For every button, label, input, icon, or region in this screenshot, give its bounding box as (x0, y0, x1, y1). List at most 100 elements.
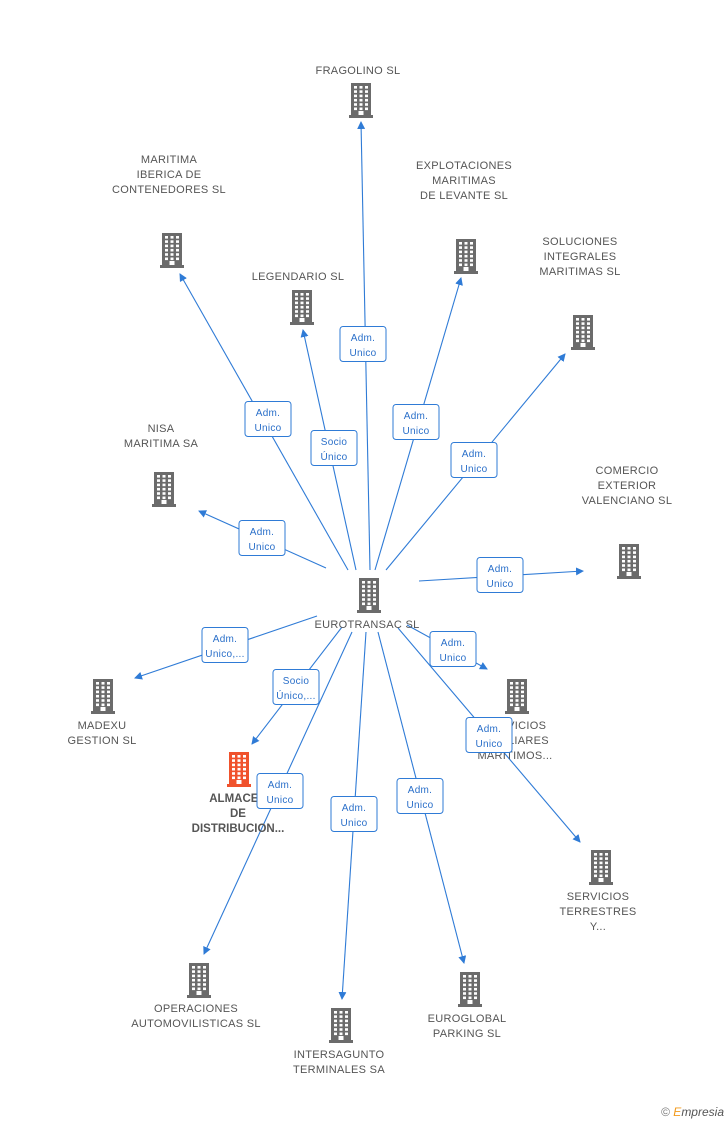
node-label-nisa-line: MARITIMA SA (124, 438, 199, 450)
edge-label-almacen[interactable]: SocioÚnico,... (272, 669, 320, 705)
edge-label-text: Unico (402, 426, 429, 437)
edge-label-servicios-terr[interactable]: Adm. Unico (465, 717, 513, 753)
copyright-symbol: © (661, 1105, 670, 1119)
building-icon-euroglobal[interactable] (458, 972, 482, 1007)
edge-label-text: Unico (340, 818, 367, 829)
node-label-comercio-line: COMERCIO (596, 465, 659, 477)
edge-label-box (465, 717, 513, 753)
edge-label-text: Adm. (488, 564, 513, 575)
node-label-soluciones-line: MARITIMAS SL (539, 266, 620, 278)
edge-label-text: Unico (475, 739, 502, 750)
edge-label-text: Unico (248, 542, 275, 553)
edge-label-box (392, 404, 440, 440)
edge-label-maritima-iberica[interactable]: Adm. Unico (244, 401, 292, 437)
edge-label-box (339, 326, 387, 362)
edge-label-intersagunto[interactable]: Adm. Unico (330, 796, 378, 832)
edge-label-text: Adm. (256, 408, 281, 419)
edge-label-text: Unico (486, 579, 513, 590)
building-icon-maritima-iberica[interactable] (160, 233, 184, 268)
node-label-explotaciones-line: MARITIMAS (432, 175, 496, 187)
edge-label-box (238, 520, 286, 556)
brand-name: mpresia (681, 1105, 724, 1119)
building-icon-comercio[interactable] (617, 544, 641, 579)
building-icon-explotaciones[interactable] (454, 239, 478, 274)
edge-label-text: Socio (321, 437, 348, 448)
edge-label-fragolino[interactable]: Adm. Unico (339, 326, 387, 362)
edge-label-box (272, 669, 320, 705)
building-icon-operaciones[interactable] (187, 963, 211, 998)
edge-label-servicios-aux[interactable]: Adm.Unico (429, 631, 477, 667)
edge-label-text: Único,... (276, 689, 315, 702)
node-label-operaciones-line: OPERACIONES (154, 1003, 238, 1015)
node-label-almacen-line: DE (230, 808, 246, 820)
node-label-fragolino-line: FRAGOLINO SL (316, 65, 401, 77)
node-label-comercio-line: EXTERIOR (598, 480, 657, 492)
node-label-euroglobal-line: PARKING SL (433, 1028, 501, 1040)
edge-label-text: Unico (266, 795, 293, 806)
center-node-label: EUROTRANSAC SL (314, 619, 419, 631)
edge-label-text: Único (320, 450, 347, 463)
edge-label-explotaciones[interactable]: Adm. Unico (392, 404, 440, 440)
building-icon-servicios-aux[interactable] (505, 679, 529, 714)
edge-label-text: Adm. (351, 333, 376, 344)
node-label-servicios-terr-line: Y... (590, 921, 606, 933)
edge-label-text: Adm. (477, 724, 502, 735)
edge-label-box (256, 773, 304, 809)
node-label-soluciones-line: INTEGRALES (544, 251, 617, 263)
edge-label-text: Socio (283, 676, 310, 687)
edge-label-euroglobal[interactable]: Adm. Unico (396, 778, 444, 814)
building-icon-madexu[interactable] (91, 679, 115, 714)
node-label-servicios-terr-line: SERVICIOS (567, 891, 629, 903)
building-icon-fragolino[interactable] (349, 83, 373, 118)
edge-label-text: Unico (254, 423, 281, 434)
edge-label-text: Unico,... (205, 649, 244, 660)
edge-label-box (476, 557, 524, 593)
edge-label-text: Unico (460, 464, 487, 475)
edge-label-text: Adm. (404, 411, 429, 422)
building-icon-soluciones[interactable] (571, 315, 595, 350)
edge-label-box (450, 442, 498, 478)
edge-label-text: Adm. (250, 527, 275, 538)
edge-label-text: Adm. (268, 780, 293, 791)
footer-brand: © Empresia (661, 1105, 724, 1119)
edge-label-text: Adm. (462, 449, 487, 460)
edge-label-nisa[interactable]: Adm. Unico (238, 520, 286, 556)
edge-label-text: Unico (406, 800, 433, 811)
building-icon-intersagunto[interactable] (329, 1008, 353, 1043)
node-label-soluciones-line: SOLUCIONES (542, 236, 617, 248)
edge-label-box (201, 627, 249, 663)
edge-label-comercio[interactable]: Adm. Unico (476, 557, 524, 593)
node-label-maritima-iberica-line: IBERICA DE (137, 169, 202, 181)
edge-label-box (330, 796, 378, 832)
edge-label-box (244, 401, 292, 437)
node-label-euroglobal-line: EUROGLOBAL (428, 1013, 507, 1025)
edge-label-text: Unico (439, 653, 466, 664)
node-label-intersagunto-line: INTERSAGUNTO (294, 1049, 385, 1061)
node-label-maritima-iberica-line: CONTENEDORES SL (112, 184, 226, 196)
building-icon-servicios-terr[interactable] (589, 850, 613, 885)
building-icon-nisa[interactable] (152, 472, 176, 507)
edge-label-text: Adm. (408, 785, 433, 796)
edge-label-operaciones[interactable]: Adm. Unico (256, 773, 304, 809)
center-building-icon[interactable] (357, 578, 381, 613)
brand-initial: E (673, 1105, 682, 1119)
edge-label-box (310, 430, 358, 466)
node-label-almacen-line: ALMACEN (209, 793, 267, 805)
node-label-nisa-line: NISA (148, 423, 175, 435)
building-icon-almacen[interactable] (227, 752, 251, 787)
edge-label-text: Unico (349, 348, 376, 359)
edge-label-text: Adm. (342, 803, 367, 814)
node-label-maritima-iberica-line: MARITIMA (141, 154, 198, 166)
node-label-explotaciones-line: DE LEVANTE SL (420, 190, 508, 202)
building-icon-legendario[interactable] (290, 290, 314, 325)
edge-label-soluciones[interactable]: Adm. Unico (450, 442, 498, 478)
node-label-madexu-line: GESTION SL (67, 735, 136, 747)
node-label-operaciones-line: AUTOMOVILISTICAS SL (131, 1018, 261, 1030)
node-label-intersagunto-line: TERMINALES SA (293, 1064, 385, 1076)
edge-label-text: Adm. (213, 634, 238, 645)
node-label-legendario-line: LEGENDARIO SL (252, 271, 345, 283)
edge-label-madexu[interactable]: Adm. Unico,... (201, 627, 249, 663)
node-label-explotaciones-line: EXPLOTACIONES (416, 160, 512, 172)
